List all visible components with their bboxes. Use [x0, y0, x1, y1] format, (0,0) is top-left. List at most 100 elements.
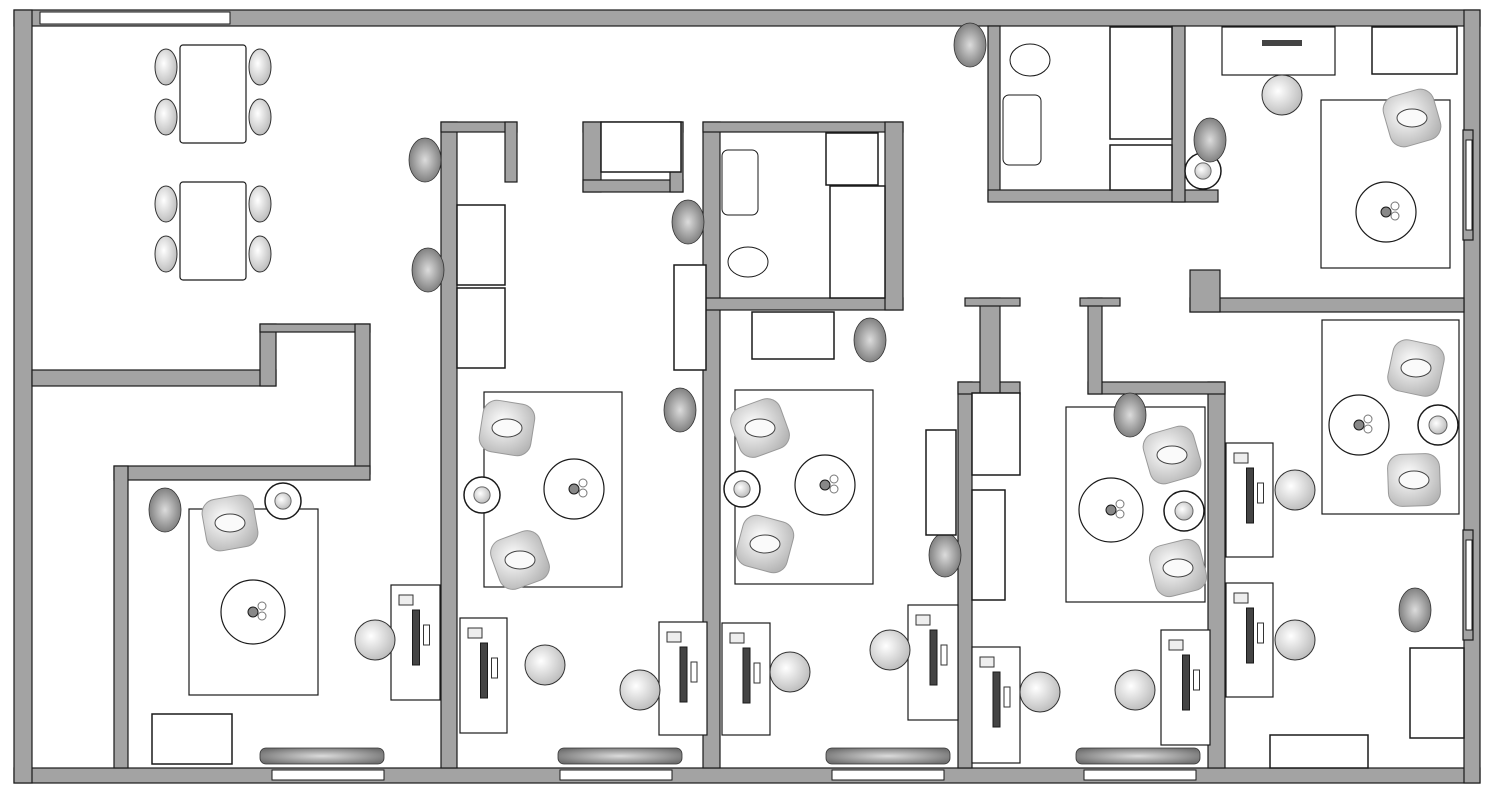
cup — [578, 488, 588, 498]
dining-chair — [248, 98, 272, 136]
planter — [1075, 747, 1201, 765]
cushion — [744, 418, 776, 438]
cushion — [504, 550, 536, 570]
office-chair — [1114, 669, 1156, 711]
wall — [440, 121, 458, 769]
wall — [979, 297, 1001, 395]
cushion — [1156, 445, 1188, 465]
plant — [953, 22, 987, 68]
plant — [408, 137, 442, 183]
window — [1465, 539, 1473, 631]
window — [559, 769, 673, 781]
toilet — [1009, 43, 1051, 77]
wall — [1087, 297, 1103, 395]
dining-chair — [248, 48, 272, 86]
rug — [1320, 99, 1451, 269]
wall — [259, 323, 371, 333]
vase — [568, 483, 580, 495]
window — [1465, 139, 1473, 231]
office-chair — [1261, 74, 1303, 116]
dining-chair — [154, 235, 178, 273]
rug — [1321, 319, 1460, 515]
plant — [1193, 117, 1227, 163]
office-chair — [1274, 619, 1316, 661]
notebook — [666, 631, 682, 643]
cup — [578, 478, 588, 488]
vase — [1380, 206, 1392, 218]
wall — [957, 381, 973, 769]
cup — [1115, 509, 1125, 519]
walls — [13, 9, 1481, 784]
wall — [31, 369, 277, 387]
lamp — [473, 486, 491, 504]
cabinet — [456, 204, 506, 286]
plant — [853, 317, 887, 363]
cabinet — [1109, 26, 1173, 140]
monitor — [929, 629, 938, 686]
window — [271, 769, 385, 781]
cabinet — [151, 713, 233, 765]
keyboard — [1003, 686, 1011, 708]
notebook — [467, 627, 483, 639]
office-chair — [524, 644, 566, 686]
monitor — [679, 646, 688, 703]
plant — [1398, 587, 1432, 633]
cabinet — [751, 311, 835, 360]
vase — [1105, 504, 1117, 516]
cabinet — [925, 429, 957, 536]
notebook — [1233, 452, 1249, 464]
cup — [257, 611, 267, 621]
notebook — [1168, 639, 1184, 651]
notebook — [729, 632, 745, 644]
lamp — [1194, 162, 1212, 180]
wall — [259, 323, 277, 387]
cabinet — [1409, 647, 1465, 739]
planter — [825, 747, 951, 765]
wall — [113, 465, 371, 481]
wall — [964, 297, 1021, 307]
cushion — [1162, 558, 1194, 578]
sink — [1002, 94, 1042, 166]
desk — [1221, 26, 1336, 76]
wall — [1087, 381, 1226, 395]
dining-chair — [248, 235, 272, 273]
wall — [113, 465, 129, 769]
cup — [1115, 499, 1125, 509]
monitor — [1246, 467, 1254, 524]
cabinet — [1109, 144, 1173, 191]
window — [1083, 769, 1197, 781]
monitor — [412, 609, 420, 666]
plant — [148, 487, 182, 533]
wall — [1463, 9, 1481, 784]
cup — [829, 474, 839, 484]
lamp — [1174, 501, 1194, 521]
cabinet — [829, 185, 886, 299]
wall — [13, 9, 33, 784]
sink — [721, 149, 759, 216]
monitor — [1182, 654, 1190, 711]
cushion — [1396, 108, 1428, 128]
wall — [702, 297, 904, 311]
wall — [582, 179, 684, 193]
vase — [1353, 419, 1365, 431]
lamp — [733, 480, 751, 498]
cup — [1363, 424, 1373, 434]
dining-table — [179, 181, 247, 281]
wall — [13, 767, 1481, 784]
cushion — [1398, 470, 1430, 490]
wall — [987, 189, 1219, 203]
wall — [13, 9, 1481, 27]
office-chair — [619, 669, 661, 711]
notebook — [915, 614, 931, 626]
cabinet — [1371, 26, 1458, 75]
cabinet — [600, 121, 682, 173]
cup — [1363, 414, 1373, 424]
keyboard — [1193, 669, 1200, 691]
cushion — [749, 534, 781, 554]
monitor — [742, 647, 751, 704]
dining-table — [179, 44, 247, 144]
cushion — [491, 418, 523, 438]
cabinet — [456, 287, 506, 369]
cushion — [1400, 358, 1432, 378]
